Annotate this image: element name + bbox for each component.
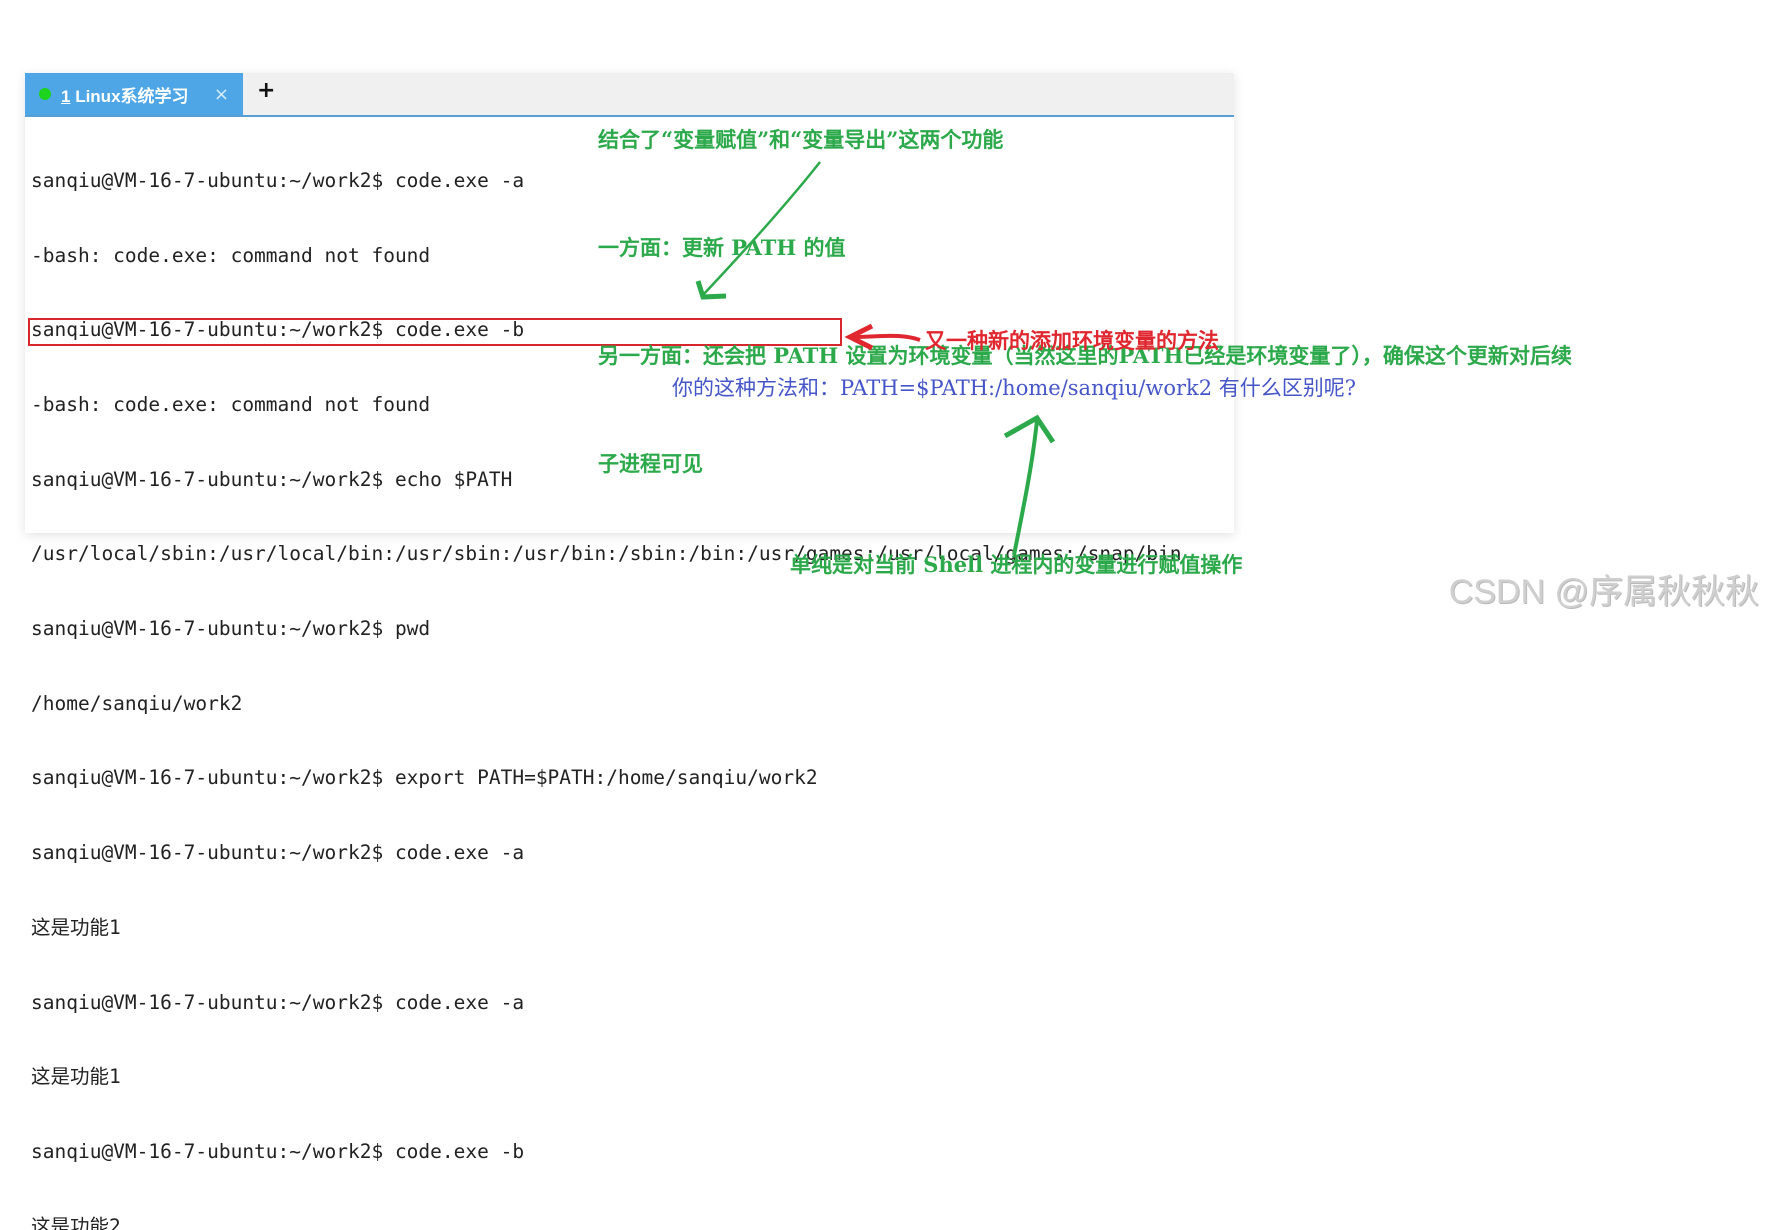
terminal-line: sanqiu@VM-16-7-ubuntu:~/work2$ pwd [31,617,431,641]
annotation-arrows [695,161,1056,556]
annotation-question: 你的这种方法和：PATH=$PATH:/home/sanqiu/work2 有什… [672,376,1357,400]
new-tab-button[interactable]: + [257,78,276,103]
annotation-assignment-only: 单纯是对当前 Shell 进程内的变量进行赋值操作 [790,552,1243,577]
terminal-line: sanqiu@VM-16-7-ubuntu:~/work2$ echo $PAT… [31,467,513,491]
terminal-line: -bash: code.exe: command not found [31,243,431,267]
tab-title: 1 Linux系统学习 [61,86,189,106]
terminal-line: sanqiu@VM-16-7-ubuntu:~/work2$ code.exe … [31,1139,525,1163]
terminal-line: sanqiu@VM-16-7-ubuntu:~/work2$ code.exe … [31,318,525,342]
watermark: CSDN @序属秋秋秋 [1448,573,1759,611]
terminal-line: sanqiu@VM-16-7-ubuntu:~/work2$ code.exe … [31,841,525,865]
annotation-new-method: 又一种新的添加环境变量的方法 [925,328,1219,353]
terminal-line: 这是功能1 [31,915,121,939]
terminal-line: sanqiu@VM-16-7-ubuntu:~/work2$ code.exe … [31,990,525,1014]
terminal-line: -bash: code.exe: command not found [31,392,431,416]
red-arrow-icon [851,333,921,342]
green-arrow-icon [701,161,821,297]
terminal-line: 这是功能2 [31,1214,121,1230]
terminal-line-export: sanqiu@VM-16-7-ubuntu:~/work2$ export PA… [31,766,818,790]
terminal-line: /usr/local/sbin:/usr/local/bin:/usr/sbin… [31,542,1182,566]
annotation-export-explanation: 结合了“变量赋值”和“变量导出”这两个功能 一方面：更新 PATH 的值 另一方… [598,127,1572,476]
terminal-line: /home/sanqiu/work2 [31,691,243,715]
close-icon[interactable]: × [213,83,229,105]
highlight-box [28,318,842,346]
tab-bar: 1 Linux系统学习 × + [25,73,1234,117]
connected-status-icon [39,88,51,100]
green-up-arrow-icon [1012,419,1039,556]
terminal-line: sanqiu@VM-16-7-ubuntu:~/work2$ code.exe … [31,168,525,192]
tab-linux-study[interactable]: 1 Linux系统学习 × [25,73,243,115]
terminal-line: 这是功能1 [31,1065,121,1089]
